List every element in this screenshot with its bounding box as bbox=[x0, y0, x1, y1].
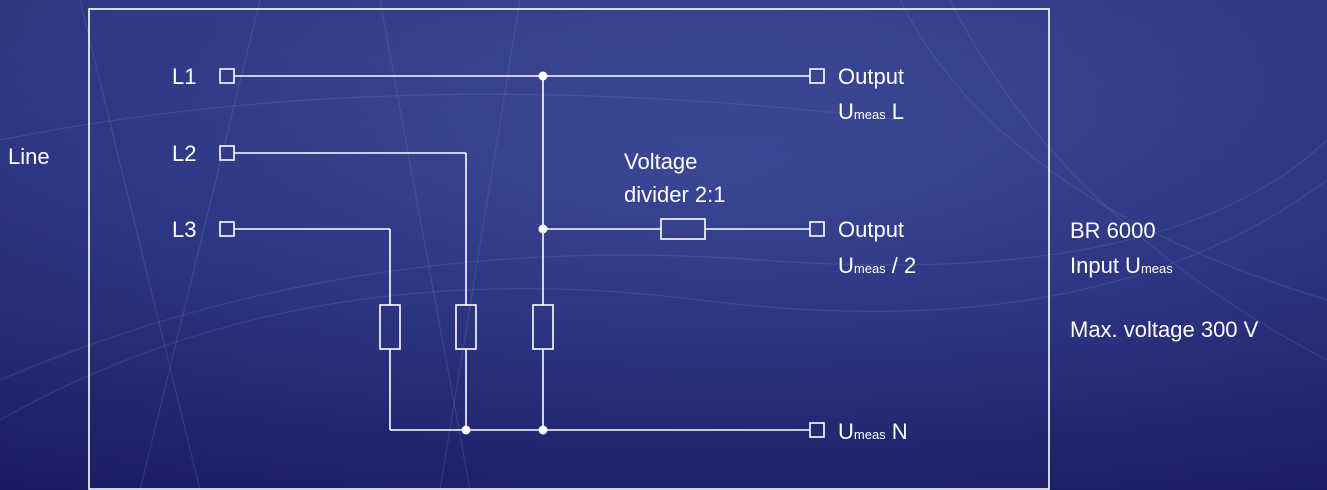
max-voltage: Max. voltage 300 V bbox=[1070, 317, 1259, 342]
line-label: Line bbox=[8, 144, 50, 169]
junction-node bbox=[461, 425, 471, 435]
divider-label-line2: divider 2:1 bbox=[624, 182, 726, 207]
output-n-label: Umeas N bbox=[838, 419, 908, 444]
input-label-l3: L3 bbox=[172, 217, 197, 242]
output-l-title: Output bbox=[838, 64, 905, 89]
terminal-output-n bbox=[809, 422, 825, 438]
resistor-l2 bbox=[455, 304, 477, 350]
terminal-l3 bbox=[219, 221, 235, 237]
terminal-l1 bbox=[219, 68, 235, 84]
junction-node bbox=[538, 425, 548, 435]
diagram-frame bbox=[88, 8, 1050, 490]
device-input: Input Umeas bbox=[1070, 253, 1173, 278]
junction-node bbox=[538, 224, 548, 234]
terminal-output-half bbox=[809, 221, 825, 237]
junction-node bbox=[538, 71, 548, 81]
output-l-label: Umeas L bbox=[838, 99, 905, 124]
terminal-output-l bbox=[809, 68, 825, 84]
input-label-l2: L2 bbox=[172, 141, 197, 166]
resistor-divider bbox=[660, 218, 706, 240]
wires bbox=[234, 75, 810, 431]
input-label-l1: L1 bbox=[172, 64, 197, 89]
terminal-l2 bbox=[219, 145, 235, 161]
output-half-title: Output bbox=[838, 217, 905, 242]
divider-label-line1: Voltage bbox=[624, 149, 698, 174]
resistor-l1 bbox=[532, 304, 554, 350]
resistor-l3 bbox=[379, 304, 401, 350]
device-name: BR 6000 bbox=[1070, 218, 1156, 243]
output-half-label: Umeas / 2 bbox=[838, 253, 917, 278]
